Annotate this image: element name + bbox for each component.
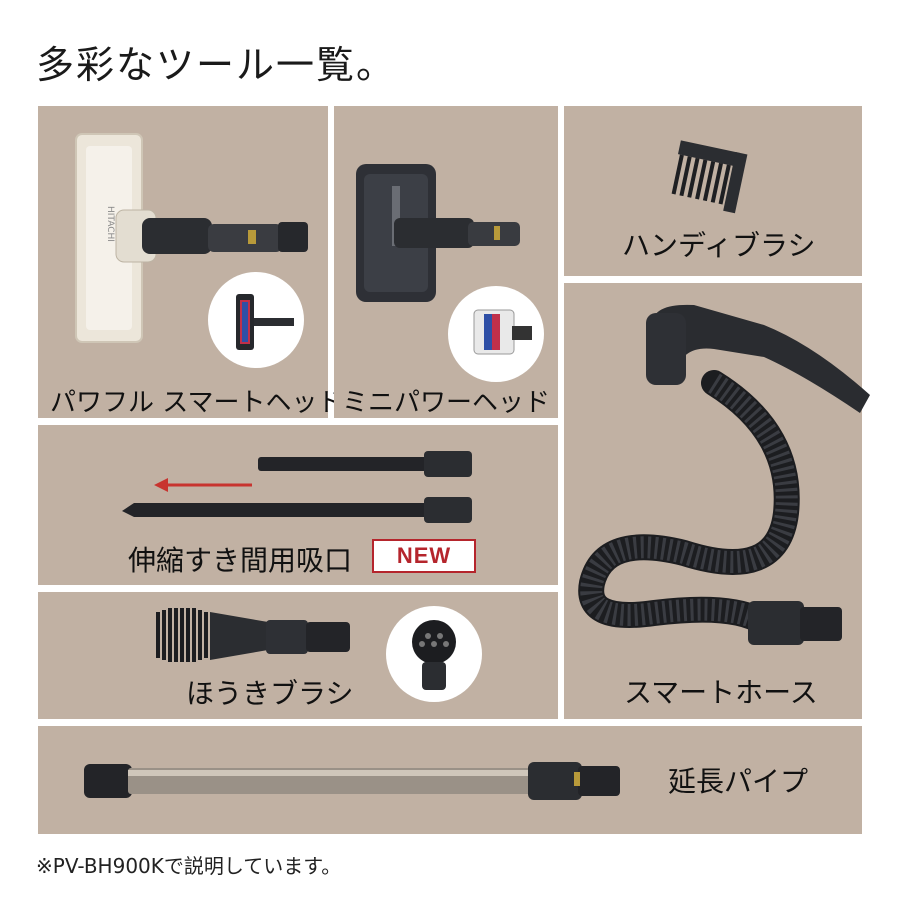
mini-head-brush-inset [448, 286, 544, 382]
mini-head-image [356, 164, 520, 302]
panel-pipe: 延長パイプ [38, 726, 862, 834]
crevice-tool-image [122, 451, 472, 523]
label-crevice: 伸縮すき間用吸口 [128, 544, 353, 577]
panel-handy-brush: ハンディブラシ [564, 106, 862, 276]
power-head-brush-inset [208, 272, 304, 368]
panel-broom-brush: ほうきブラシ [38, 592, 558, 719]
label-mini-head: ミニパワーヘッド [342, 388, 551, 418]
label-hose: スマートホース [624, 676, 818, 709]
broom-brush-inset [386, 606, 482, 702]
label-pipe: 延長パイプ [668, 765, 809, 798]
extension-pipe-image [84, 762, 620, 800]
panel-hose: スマートホース [564, 283, 870, 719]
hitachi-mark: HITACHI [105, 206, 115, 242]
footnote: ※PV-BH900Kで説明しています。 [36, 854, 342, 878]
new-badge: NEW [372, 539, 476, 573]
panel-mini-head: ミニパワーヘッド [334, 106, 558, 418]
panel-power-head: HITACHI パワフル スマートヘッド [38, 106, 344, 418]
label-handy-brush: ハンディブラシ [622, 229, 816, 262]
hose-image [578, 304, 870, 645]
label-broom-brush: ほうきブラシ [186, 677, 354, 710]
handy-brush-image [671, 140, 748, 214]
label-power-head: パワフル スマートヘッド [50, 388, 344, 418]
page-title: 多彩なツール一覧。 [36, 43, 397, 87]
broom-brush-image [156, 608, 350, 662]
panel-crevice: 伸縮すき間用吸口 NEW [38, 425, 558, 585]
power-head-image: HITACHI [75, 133, 308, 343]
